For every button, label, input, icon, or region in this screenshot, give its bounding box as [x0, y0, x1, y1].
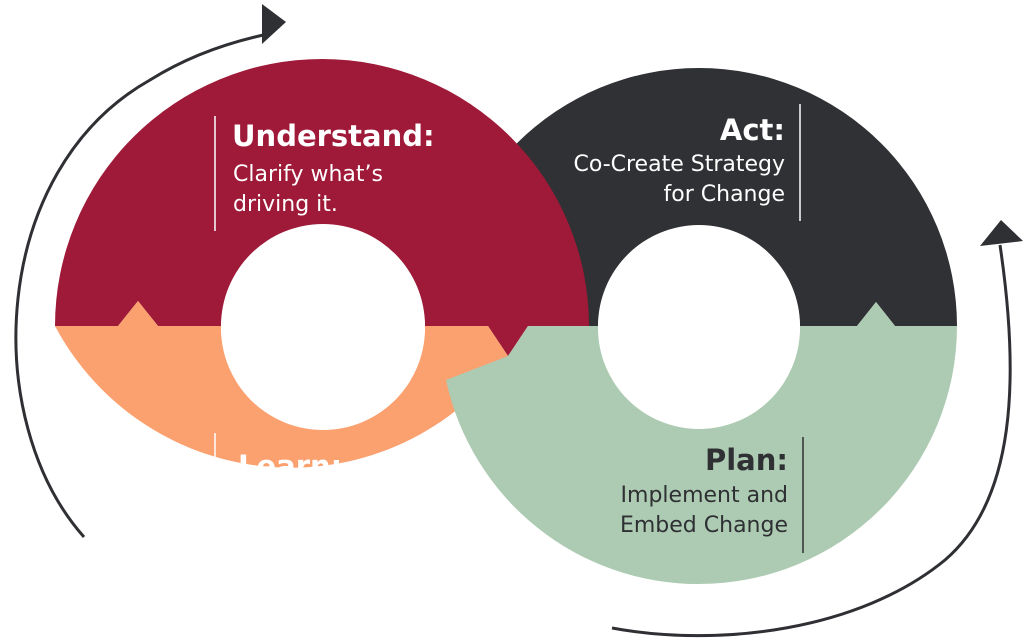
understand-line2: driving it. — [233, 192, 338, 217]
learn-line2: Current Situation — [238, 521, 426, 546]
plan-line2: Embed Change — [620, 513, 788, 538]
act-title: Act: — [720, 113, 785, 147]
learn-title: Learn: — [238, 449, 342, 483]
understand-segment — [55, 59, 589, 356]
plan-line1: Implement and — [621, 483, 788, 508]
understand-title: Understand: — [232, 119, 435, 153]
cycle-arrow-top-left — [14, 32, 269, 538]
cycle-arrow-top-left-icon — [262, 4, 286, 44]
learn-line1: Observe the — [238, 491, 373, 516]
understand-line1: Clarify what’s — [233, 162, 383, 187]
plan-title: Plan: — [705, 443, 788, 477]
learn-segment — [55, 301, 508, 468]
left-hole — [221, 226, 425, 430]
act-line1: Co-Create Strategy — [573, 152, 785, 177]
act-line2: for Change — [664, 182, 785, 207]
right-hole — [598, 227, 800, 429]
plan-overlap — [446, 326, 700, 585]
cycle-arrow-bottom-right-icon — [980, 220, 1023, 246]
cycle-arrow-bottom-right — [611, 244, 1012, 638]
